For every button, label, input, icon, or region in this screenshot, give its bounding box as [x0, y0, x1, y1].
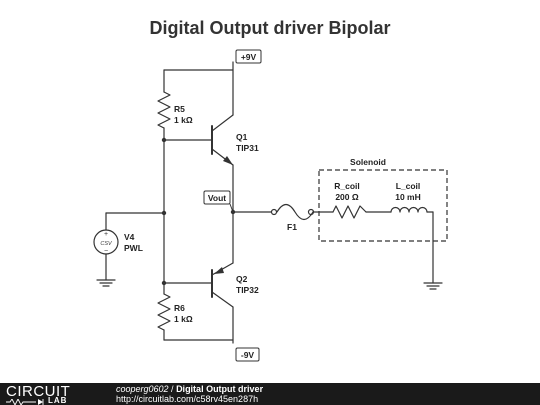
r6-value: 1 kΩ [174, 314, 193, 324]
circuit-url-link[interactable]: http://circuitlab.com/c58rv45en287h [116, 394, 259, 404]
r6-resistor-symbol [157, 293, 171, 331]
circuit-title: Digital Output driver [176, 384, 264, 394]
q1-collector [211, 114, 234, 132]
r-coil-name: R_coil [334, 181, 360, 191]
q1-value: TIP31 [236, 143, 259, 153]
l-coil-name: L_coil [396, 181, 421, 191]
f1-name: F1 [287, 222, 297, 232]
v4-minus-sign: − [104, 248, 108, 255]
v4-symbol-label: CSV [100, 241, 113, 247]
vneg-flag [235, 347, 260, 362]
l-coil-inductor-symbol [390, 206, 428, 213]
credit-separator: / [168, 384, 177, 394]
f1-fuse-symbol [276, 203, 314, 221]
vout-label: Vout [208, 193, 226, 203]
junction-dot [161, 137, 167, 143]
v4-value: PWL [124, 243, 143, 253]
author-link[interactable]: cooperg0602 [116, 384, 169, 394]
r5-resistor-symbol [157, 91, 171, 129]
wire [229, 203, 234, 213]
vout-flag [203, 190, 231, 205]
solenoid-label: Solenoid [350, 157, 386, 167]
vpos-flag [235, 49, 262, 64]
l-coil-value: 10 mH [395, 192, 421, 202]
r5-value: 1 kΩ [174, 115, 193, 125]
footer-credit: cooperg0602 / Digital Output driver [116, 384, 263, 394]
r-coil-resistor-symbol [332, 205, 367, 219]
q1-emitter-arrow [223, 156, 233, 165]
logo-waveform-icon [6, 399, 44, 405]
q1-name: Q1 [236, 132, 248, 142]
q2-collector [211, 291, 234, 308]
f1-terminal [270, 208, 278, 216]
q2-emitter-arrow [214, 267, 224, 274]
solenoid-box [318, 169, 448, 242]
vneg-label: -9V [241, 350, 255, 360]
junction-dot [161, 280, 167, 286]
footer-bar: CIRCUIT LAB cooperg0602 / Digital Output… [0, 383, 540, 405]
circuitlab-logo[interactable]: CIRCUIT [6, 383, 71, 400]
circuitlab-logo-lab: LAB [48, 396, 68, 405]
vpos-label: +9V [241, 52, 257, 62]
q2-name: Q2 [236, 274, 248, 284]
r5-name: R5 [174, 104, 185, 114]
v4-plus-sign: + [104, 231, 108, 238]
q2-value: TIP32 [236, 285, 259, 295]
v4-name: V4 [124, 232, 135, 242]
r6-name: R6 [174, 303, 185, 313]
junction-dot [161, 210, 167, 216]
r-coil-value: 200 Ω [335, 192, 359, 202]
page-title: Digital Output driver Bipolar [149, 18, 391, 38]
